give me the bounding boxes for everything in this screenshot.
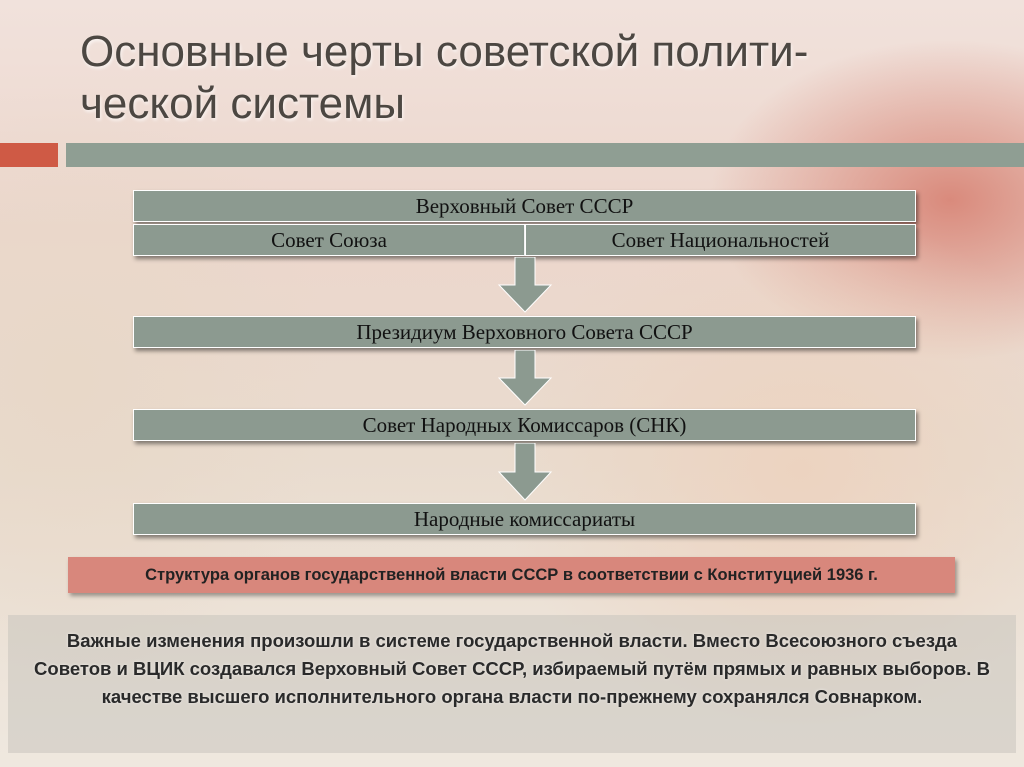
down-arrow-icon xyxy=(497,443,553,501)
box-snk: Совет Народных Комиссаров (СНК) xyxy=(133,409,916,441)
box-people-commissariats: Народные комиссариаты xyxy=(133,503,916,535)
box-soviet-of-nationalities: Совет Национальностей xyxy=(525,224,916,256)
down-arrow-icon xyxy=(497,350,553,406)
box-soviet-of-union: Совет Союза xyxy=(133,224,525,256)
down-arrow-icon xyxy=(497,257,553,313)
title-line-1: Основные черты советской полити- xyxy=(80,27,809,76)
slide-title: Основные черты советской полити- ческой … xyxy=(80,26,808,130)
title-divider-bar xyxy=(66,143,1024,167)
box-supreme-soviet: Верховный Совет СССР xyxy=(133,190,916,222)
accent-square xyxy=(0,143,58,167)
box-presidium: Президиум Верховного Совета СССР xyxy=(133,316,916,348)
title-line-2: ческой системы xyxy=(80,79,405,128)
body-text-panel: Важные изменения произошли в системе гос… xyxy=(8,615,1016,753)
diagram-caption: Структура органов государственной власти… xyxy=(68,557,955,593)
